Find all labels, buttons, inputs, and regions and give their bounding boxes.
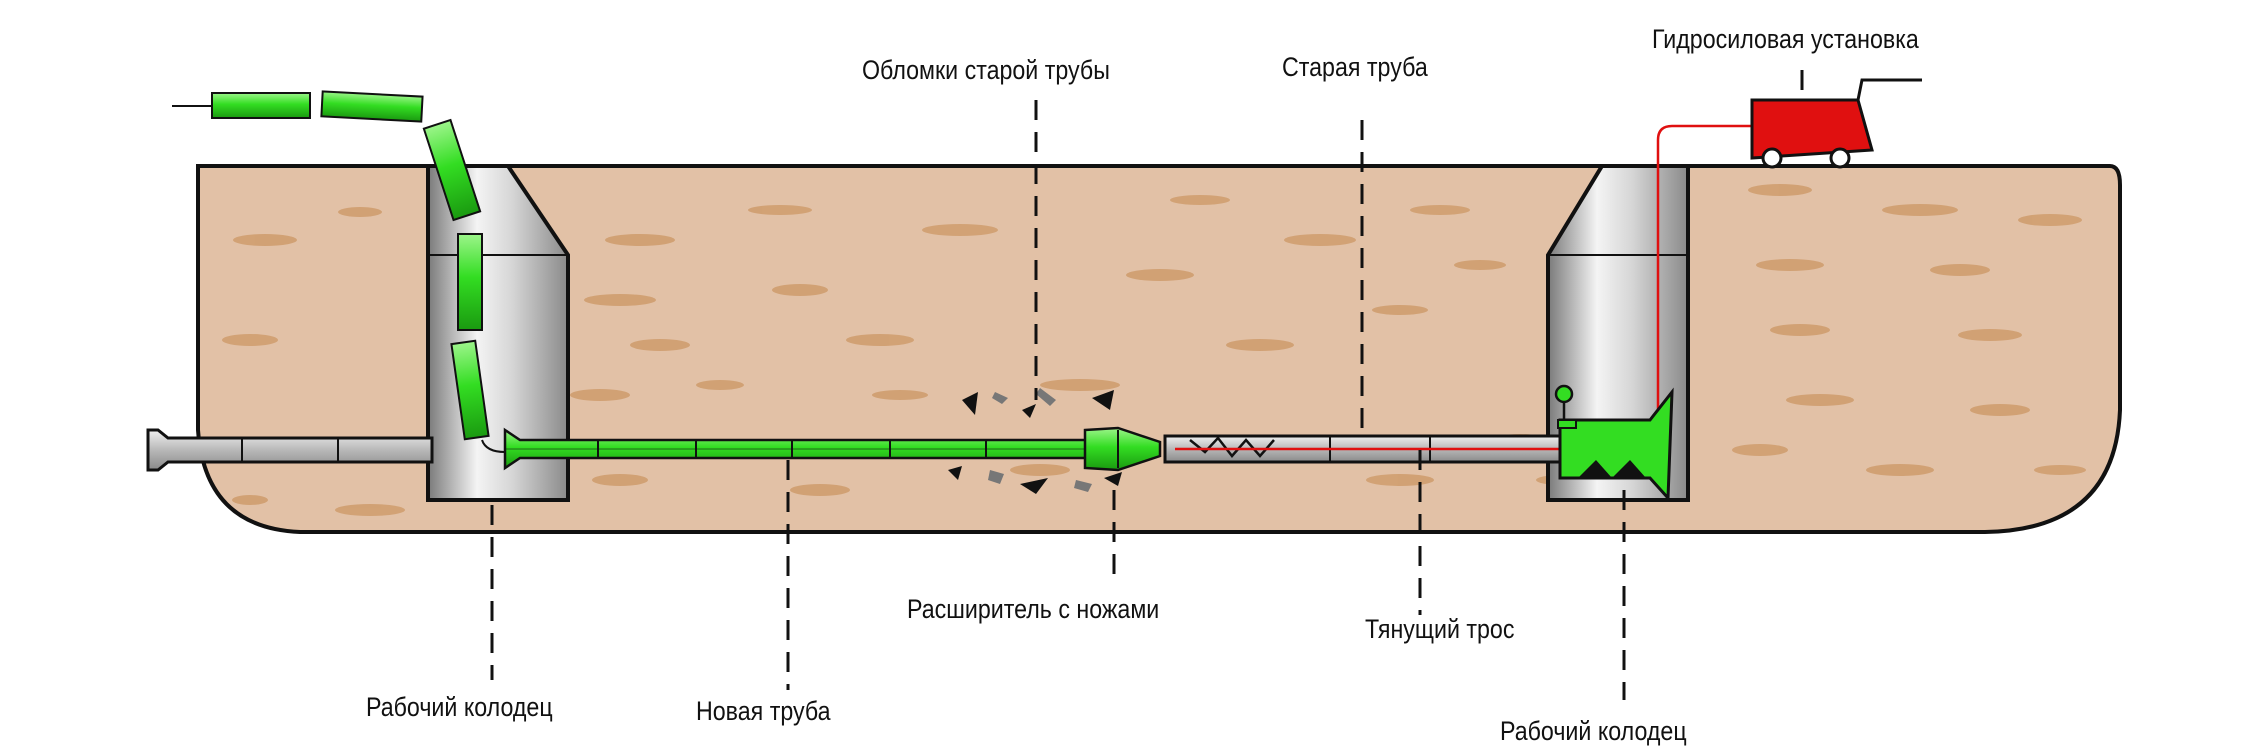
label-working-pit-right: Рабочий колодец: [1500, 716, 1687, 746]
label-working-pit-left: Рабочий колодец: [366, 692, 553, 722]
label-new-pipe: Новая труба: [696, 696, 831, 726]
label-expander-with-blades: Расширитель с ножами: [907, 594, 1160, 624]
pipe-fragments: [948, 388, 1122, 494]
label-pulling-cable: Тянущий трос: [1365, 614, 1515, 644]
label-old-pipe-fragments: Обломки старой трубы: [862, 55, 1110, 85]
new-pipe-feed: [172, 90, 506, 453]
label-old-pipe: Старая труба: [1282, 52, 1428, 82]
hydraulic-power-unit: [1750, 78, 1922, 169]
existing-pipe-left: [146, 428, 434, 472]
expander-head: [1083, 426, 1162, 472]
pulling-machine: [1554, 384, 1674, 502]
label-hydraulic-power-unit: Гидросиловая установка: [1652, 24, 1919, 54]
leader-lines: [490, 70, 1804, 700]
